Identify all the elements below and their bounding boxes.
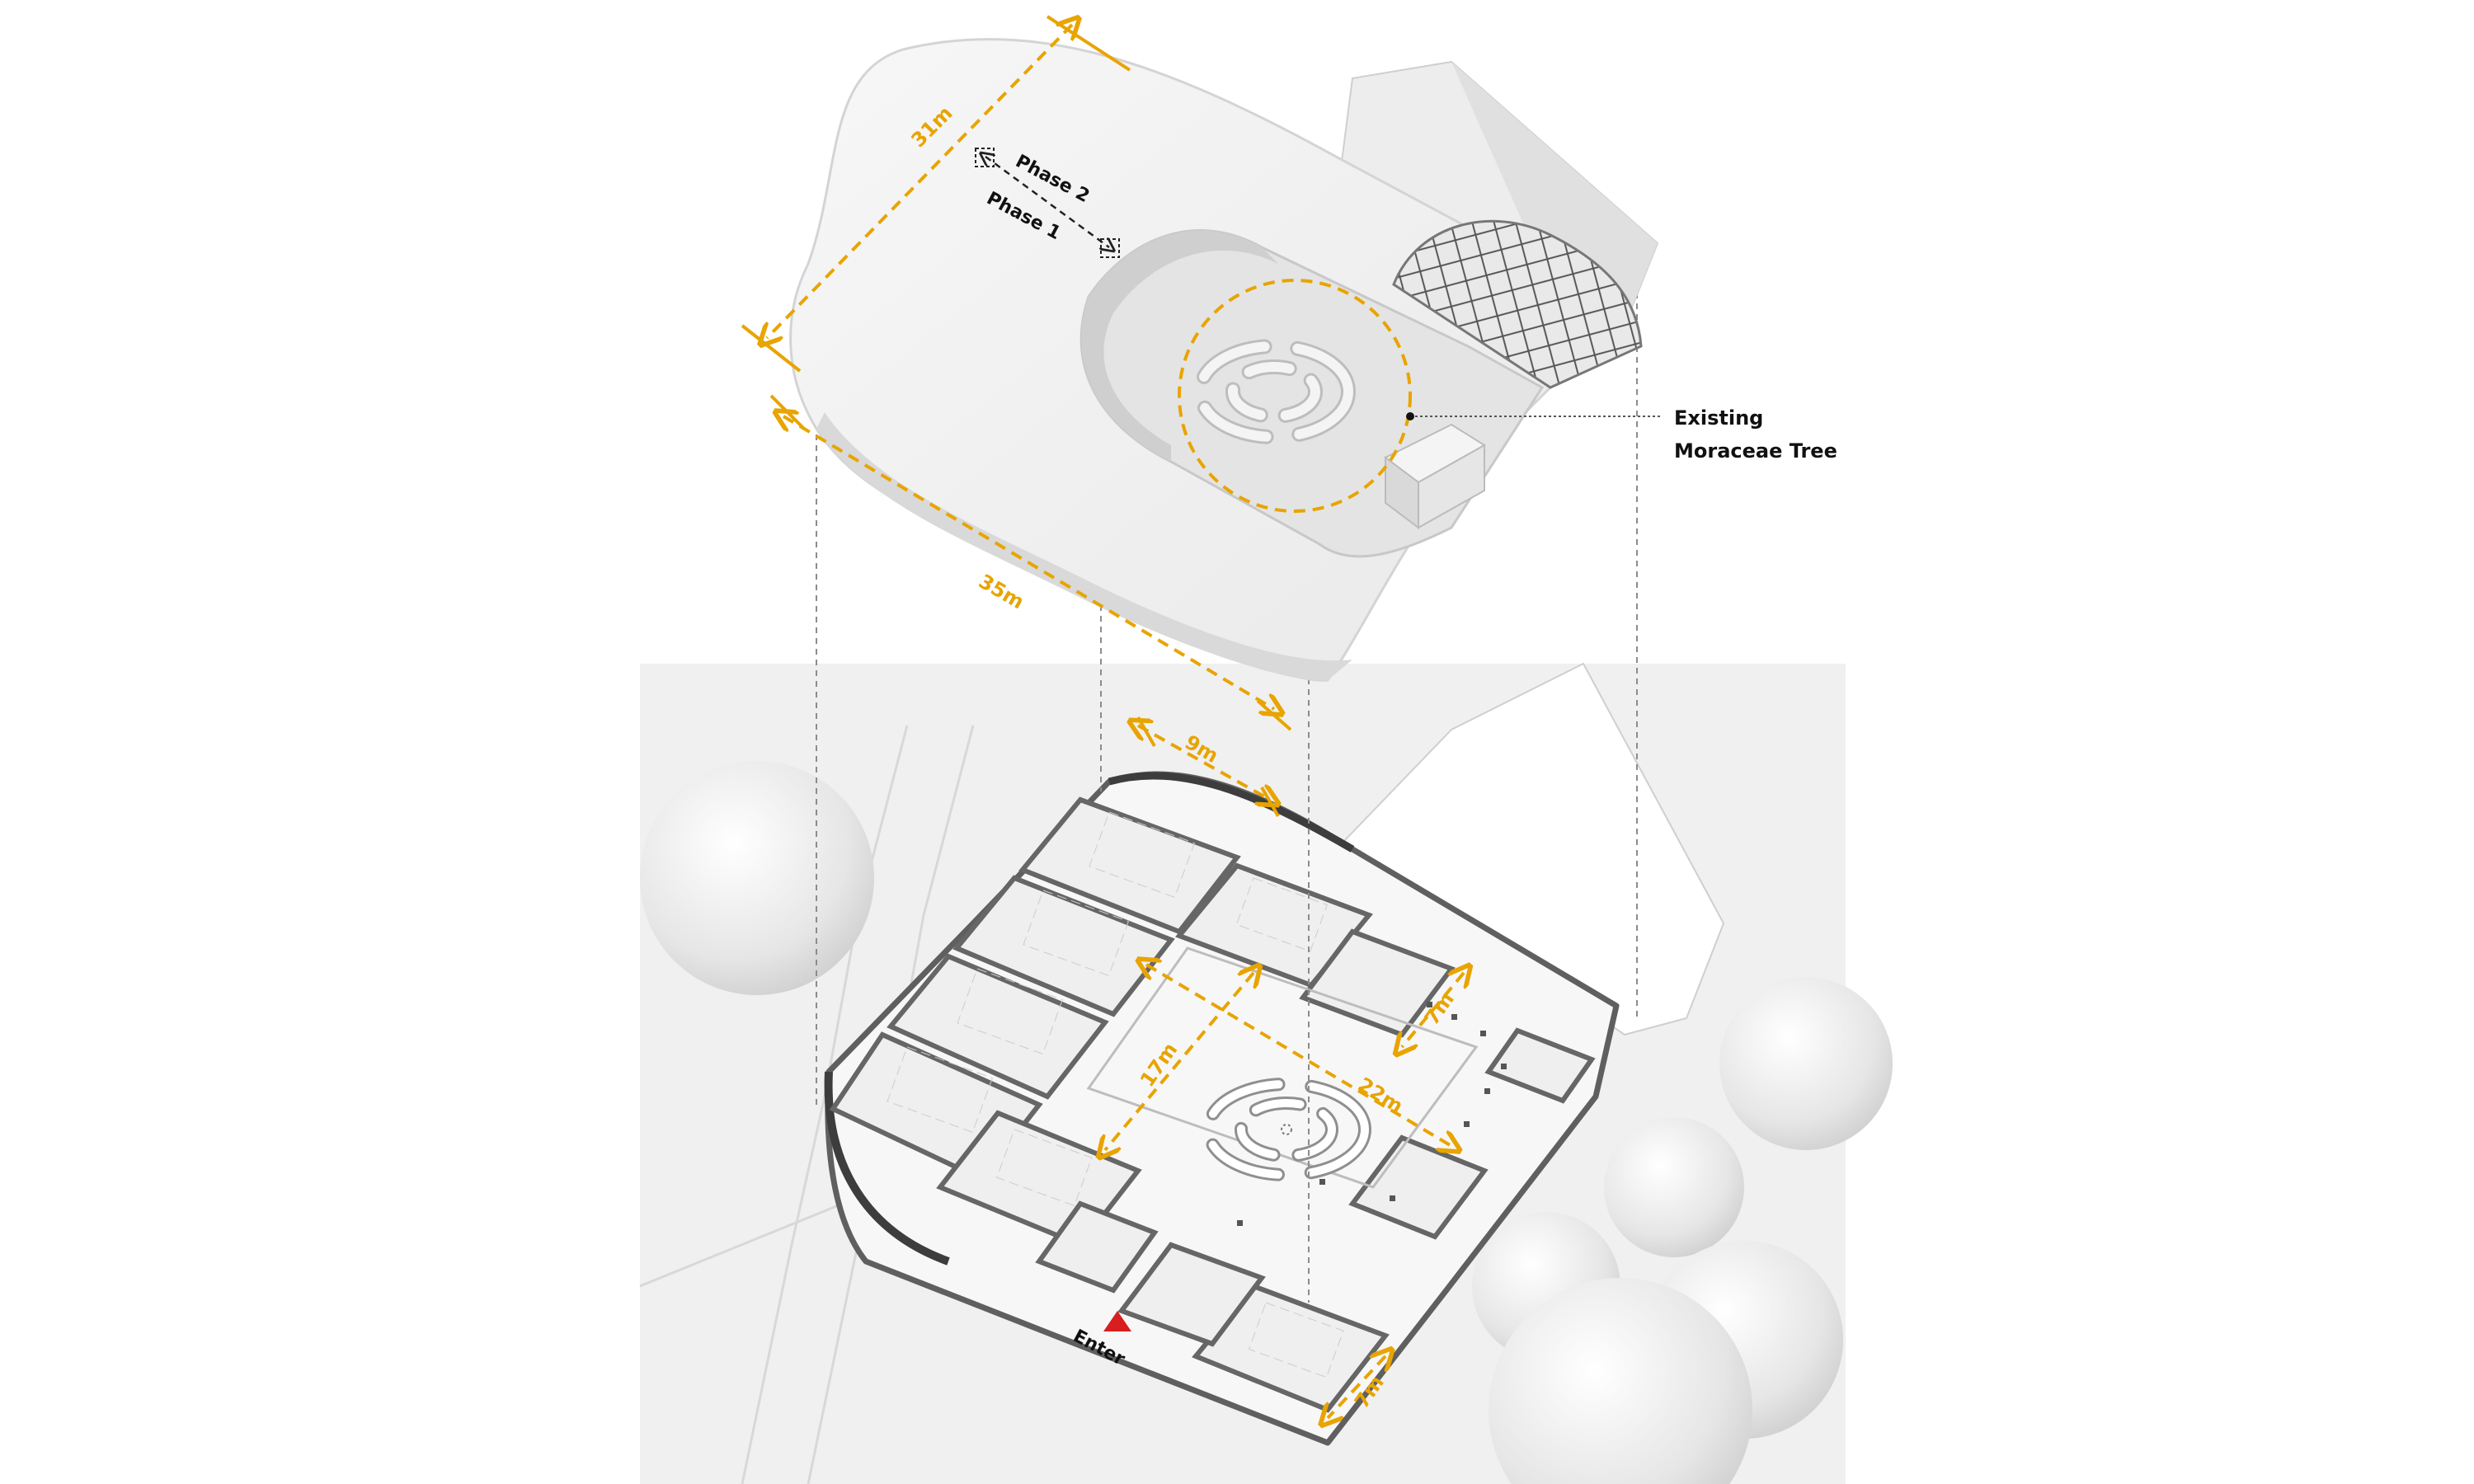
dim-line-9m [1138, 726, 1270, 800]
tree-callout-line-2: Moraceae Tree [1674, 439, 1837, 463]
restroom-block [1035, 1200, 1159, 1294]
bottom-service-block [1117, 1242, 1266, 1347]
site-trees [640, 761, 1893, 1484]
entrance-marker-icon [1103, 1311, 1131, 1331]
dim-label-35m: 35m [975, 570, 1028, 613]
dim-line-35m [783, 416, 1274, 709]
classroom-block-1 [1018, 796, 1241, 935]
tree-callout-dot [1406, 412, 1414, 420]
roof-pavilion-box [1384, 423, 1486, 529]
dim-line-7m-bottom [1328, 1356, 1385, 1418]
dim-line-7m-right [1402, 973, 1464, 1047]
stair-block [1484, 1027, 1596, 1104]
existing-tree-circle [1178, 279, 1412, 513]
tree-callout-line-1: Existing [1674, 406, 1763, 430]
plan-curved-facade [824, 1071, 950, 1266]
phase-marker-boxes [975, 148, 1120, 258]
phase-divider-arrow [985, 157, 1109, 247]
right-service-block [1348, 1134, 1489, 1240]
dimension-lines [767, 25, 1464, 1418]
dimension-ticks [741, 15, 1292, 817]
dim-line-31m [767, 25, 1072, 338]
classroom-block-3 [887, 953, 1109, 1100]
roof-lattice-canopy [1392, 219, 1643, 389]
dim-line-22m [1146, 965, 1451, 1146]
